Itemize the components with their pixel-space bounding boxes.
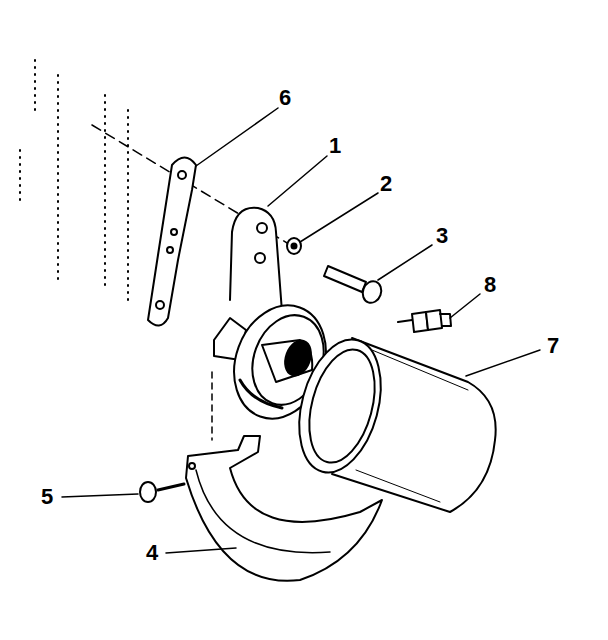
washer (287, 238, 301, 254)
callout-number: 5 (41, 486, 53, 508)
callout-number: 4 (146, 542, 158, 564)
callout-number: 2 (380, 173, 392, 195)
callout-number: 6 (279, 87, 291, 109)
callout-number: 1 (329, 135, 341, 157)
filter-shield (186, 436, 382, 581)
mounting-bracket (148, 158, 196, 326)
bolt (324, 266, 384, 305)
callout-number: 7 (547, 335, 559, 357)
oil-filter (286, 330, 496, 512)
engine-outline (20, 60, 128, 300)
callout-number: 3 (436, 225, 448, 247)
callout-number: 8 (484, 274, 496, 296)
screw (140, 482, 184, 502)
pressure-switch (398, 310, 451, 332)
leader-lines (62, 108, 540, 553)
